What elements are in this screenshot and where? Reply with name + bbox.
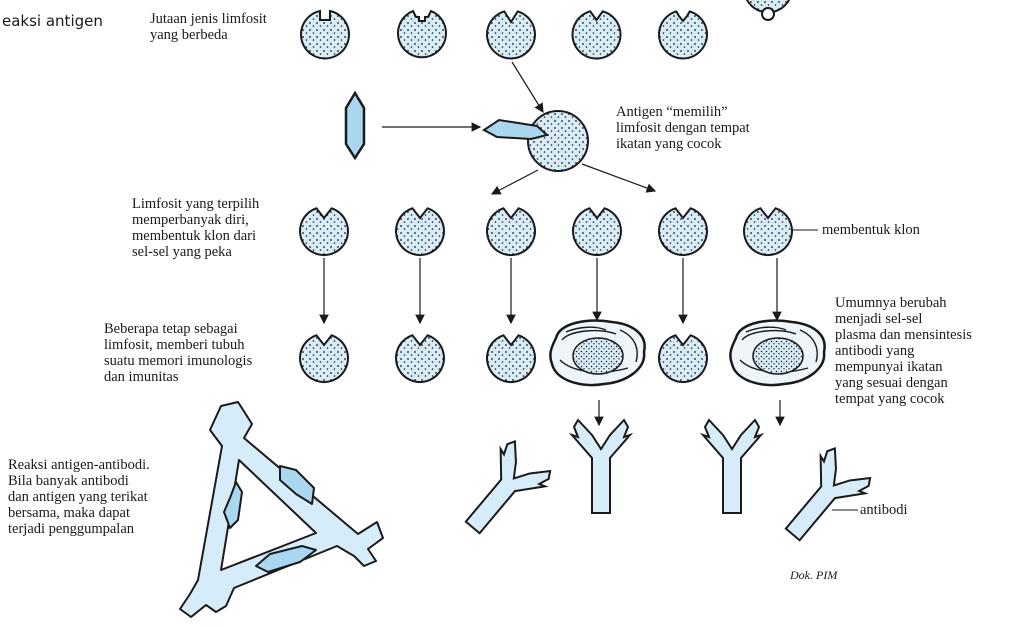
arrow [512, 62, 543, 112]
arrow [492, 170, 538, 194]
antibody [703, 420, 761, 513]
clone-row [300, 208, 792, 255]
memory-cell [487, 335, 535, 382]
label-selected-lymphocytes: Limfosit yang terpilih memperbanyak diri… [132, 196, 259, 260]
lymphocyte-cell [301, 11, 349, 58]
selected-lymphocyte [484, 111, 588, 171]
label-memory: Beberapa tetap sebagai limfosit, memberi… [104, 321, 252, 385]
clone-cell [300, 208, 348, 255]
credit: Dok. PIM [790, 568, 837, 583]
clone-cell [659, 208, 707, 255]
antibody [572, 420, 630, 513]
label-plasma: Umumnya berubah menjadi sel-sel plasma d… [835, 295, 972, 407]
lymphocyte-cell [398, 11, 446, 57]
lymphocyte-cell [487, 11, 535, 58]
label-reaction: Reaksi antigen-antibodi. Bila banyak ant… [8, 457, 150, 537]
arrow [582, 164, 655, 191]
memory-cell [300, 335, 348, 382]
antibody [451, 438, 555, 547]
label-antigen-selects: Antigen “memilih” limfosit dengan tempat… [616, 104, 750, 152]
page-title: eaksi antigen [2, 12, 103, 30]
memory-cell [659, 335, 707, 382]
clone-cell [573, 208, 621, 255]
plasma-cell [550, 321, 644, 385]
arrows-down-row-2 [324, 258, 777, 323]
lymphocyte-cell-pocket [762, 8, 774, 20]
plasma-cell [730, 321, 824, 385]
antibody [771, 445, 875, 554]
lymphocyte-cell [659, 11, 707, 58]
antigen [346, 93, 364, 158]
clone-cell [487, 208, 535, 255]
memory-cell [396, 335, 444, 382]
clone-cell [396, 208, 444, 255]
lymphocyte-cell [573, 11, 621, 58]
lymphocyte-row-1 [301, 0, 792, 59]
label-lymphocytes: Jutaan jenis limfosit yang berbeda [150, 11, 267, 43]
clone-cell [744, 208, 792, 255]
label-clone: membentuk klon [822, 222, 920, 238]
label-antibody: antibodi [860, 502, 908, 518]
antigen-antibody-lattice [180, 402, 383, 617]
memory-row [300, 335, 707, 382]
